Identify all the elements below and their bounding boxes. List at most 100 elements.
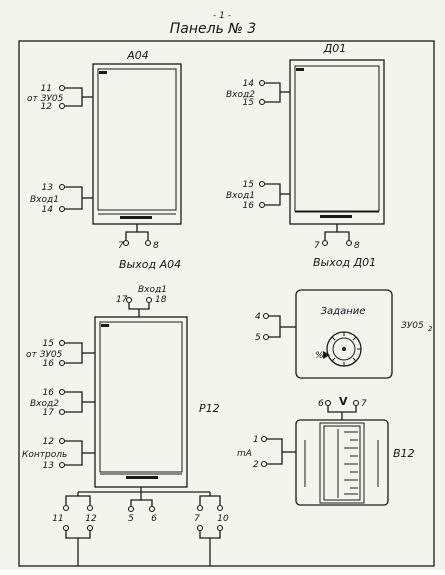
d01-indicator: [296, 68, 304, 71]
setpoint-terminal-4[interactable]: [262, 312, 270, 320]
svg-text:6: 6: [151, 514, 157, 524]
block-a04: А04 11 12 от ЗУ05 13 14 Вход1 7 8 Выход …: [27, 49, 182, 271]
svg-text:16: 16: [43, 359, 55, 369]
p12-terminal-7[interactable]: [196, 504, 204, 512]
d01-title: Д01: [323, 42, 347, 55]
svg-text:8: 8: [354, 241, 360, 251]
svg-text:17: 17: [43, 408, 55, 418]
p12-terminal-6[interactable]: [148, 505, 156, 513]
a04-module: [92, 63, 182, 225]
panel-title: Панель № 3: [170, 21, 256, 37]
p12-module: [94, 316, 188, 488]
d01-screen: [294, 65, 380, 212]
a04-input1-label: от ЗУ05: [27, 94, 64, 104]
svg-text:4: 4: [255, 312, 261, 322]
p12-nameplate: [126, 476, 158, 479]
a04-title: А04: [126, 49, 149, 62]
p12-terminal-16b[interactable]: [58, 388, 66, 396]
setpoint-pointer-icon: [323, 351, 330, 359]
svg-text:16: 16: [243, 201, 255, 211]
svg-text:8: 8: [153, 241, 159, 251]
block-setpoint: Задание % 4 5 ЗУ05 2: [255, 289, 433, 379]
p12-terminal-5[interactable]: [127, 505, 135, 513]
p12-terminal-7-low[interactable]: [196, 524, 204, 532]
svg-text:12: 12: [41, 102, 53, 112]
svg-text:16: 16: [43, 388, 55, 398]
p12-in2-label: Вход2: [30, 399, 59, 409]
p12-terminal-12[interactable]: [58, 437, 66, 445]
svg-text:7: 7: [314, 241, 320, 251]
p12-in1-label: от ЗУ05: [26, 350, 63, 360]
d01-terminal-7[interactable]: [321, 239, 329, 247]
p12-terminal-16[interactable]: [58, 359, 66, 367]
a04-terminal-13[interactable]: [58, 183, 66, 191]
p12-terminal-15[interactable]: [58, 339, 66, 347]
svg-text:18: 18: [155, 295, 167, 305]
a04-output-label: Выход А04: [119, 258, 181, 271]
svg-text:14: 14: [42, 205, 54, 215]
b12-terminal-6[interactable]: [324, 399, 332, 407]
d01-terminal-16[interactable]: [258, 201, 266, 209]
b12-terminal-1[interactable]: [260, 435, 268, 443]
p12-terminal-13[interactable]: [58, 461, 66, 469]
svg-text:13: 13: [42, 183, 54, 193]
d01-terminal-15[interactable]: [258, 98, 266, 106]
panel-border: [18, 40, 435, 567]
d01-terminal-14[interactable]: [258, 79, 266, 87]
page-number: - 1 -: [213, 11, 231, 21]
svg-text:14: 14: [243, 79, 255, 89]
p12-terminal-11-low[interactable]: [62, 524, 70, 532]
b12-ma-label: mA: [237, 449, 252, 459]
svg-text:6: 6: [318, 399, 324, 409]
b12-terminal-2[interactable]: [260, 460, 268, 468]
p12-in3-label: Контроль: [22, 450, 67, 460]
b12-terminal-7[interactable]: [352, 399, 360, 407]
p12-screen: [99, 321, 183, 473]
svg-text:2: 2: [253, 460, 259, 470]
p12-terminal-10-low[interactable]: [216, 524, 224, 532]
p12-top-label: Вход1: [138, 285, 167, 295]
block-b12: 6 V 7 1 2 mA В12: [237, 395, 415, 506]
d01-nameplate: [320, 215, 352, 218]
p12-terminal-17[interactable]: [125, 296, 133, 304]
block-d01: Д01 14 15 Вход2 15 16 Вход1 7 8 Выход Д0…: [226, 42, 385, 269]
b12-meter: [295, 419, 389, 506]
svg-text:17: 17: [116, 295, 128, 305]
a04-terminal-8[interactable]: [144, 239, 152, 247]
a04-indicator: [99, 71, 107, 74]
p12-terminal-17b[interactable]: [58, 408, 66, 416]
setpoint-terminal-5[interactable]: [262, 333, 270, 341]
d01-output-label: Выход Д01: [313, 256, 376, 269]
d01-terminal-8[interactable]: [345, 239, 353, 247]
setpoint-percent: %: [315, 351, 324, 361]
p12-title: Р12: [199, 402, 220, 415]
p12-terminal-12b[interactable]: [86, 504, 94, 512]
a04-screen: [97, 68, 177, 211]
b12-title: В12: [393, 447, 415, 460]
a04-terminal-14[interactable]: [58, 205, 66, 213]
svg-text:11: 11: [41, 84, 52, 94]
svg-text:7: 7: [118, 241, 124, 251]
d01-module: [289, 59, 385, 225]
a04-terminal-11[interactable]: [58, 84, 66, 92]
b12-volt-label: V: [339, 395, 348, 408]
p12-terminal-18[interactable]: [145, 296, 153, 304]
d01-terminal-15b[interactable]: [258, 180, 266, 188]
p12-terminal-11[interactable]: [62, 504, 70, 512]
svg-text:7: 7: [361, 399, 367, 409]
a04-nameplate: [120, 216, 152, 219]
svg-text:12: 12: [85, 514, 97, 524]
d01-input1-label: Вход2: [226, 90, 255, 100]
a04-terminal-12[interactable]: [58, 102, 66, 110]
svg-text:12: 12: [43, 437, 55, 447]
a04-input2-label: Вход1: [30, 195, 59, 205]
a04-terminal-7[interactable]: [122, 239, 130, 247]
p12-terminal-12-low[interactable]: [86, 524, 94, 532]
setpoint-device: [295, 289, 393, 379]
p12-indicator: [101, 324, 109, 327]
d01-input2-label: Вход1: [226, 191, 255, 201]
setpoint-title: Задание: [321, 306, 366, 317]
p12-terminal-10[interactable]: [216, 504, 224, 512]
